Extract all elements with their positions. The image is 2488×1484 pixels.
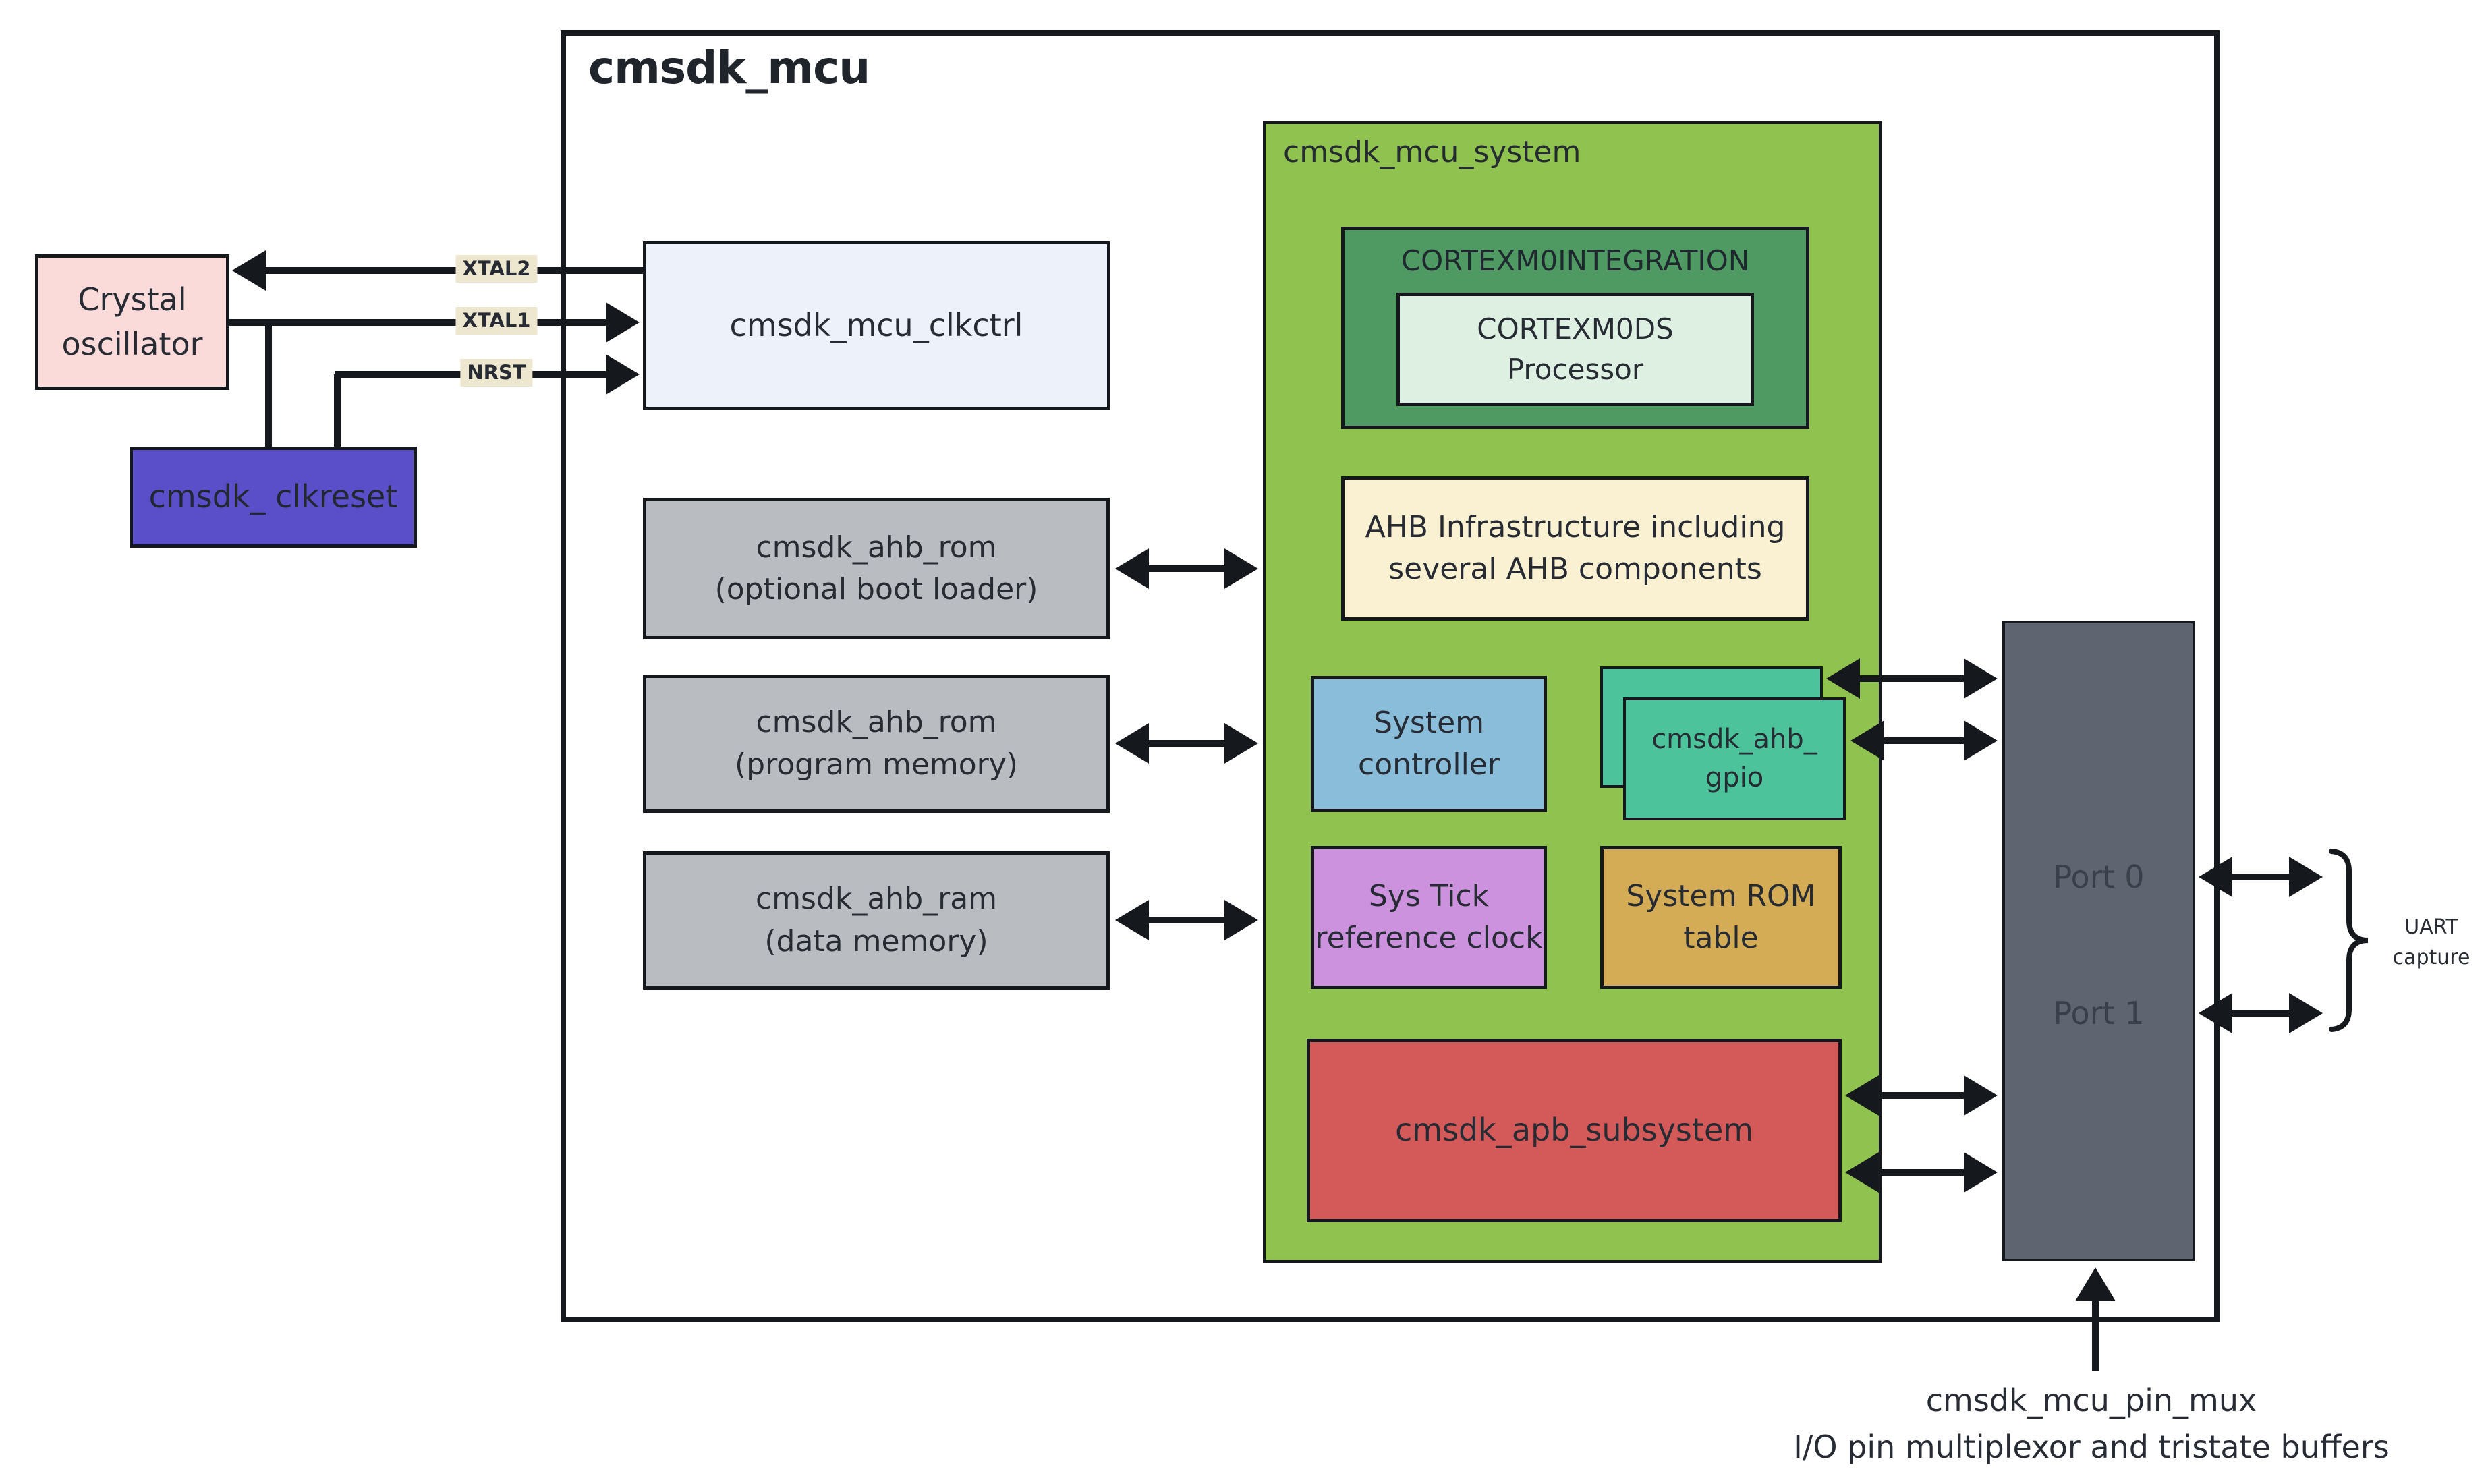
diagram-title: cmsdk_mcu bbox=[588, 42, 870, 94]
crystal-oscillator-label-line1: Crystal bbox=[78, 281, 187, 318]
ahb-rom-bootloader-line2: (optional boot loader) bbox=[714, 572, 1038, 606]
ahb-infrastructure-line2: several AHB components bbox=[1388, 552, 1762, 586]
system-controller-line1: System bbox=[1373, 705, 1485, 740]
pin-mux-caption: cmsdk_mcu_pin_mux I/O pin multiplexor an… bbox=[1754, 1377, 2429, 1471]
ahb-gpio-line1: cmsdk_ahb_ bbox=[1651, 724, 1817, 755]
xtal1-signal-label: XTAL1 bbox=[455, 307, 538, 335]
uart-capture-brace bbox=[2329, 849, 2369, 1032]
rom-table-line2: table bbox=[1683, 921, 1759, 955]
systick-line2: reference clock bbox=[1315, 921, 1543, 955]
clkctrl-box: cmsdk_mcu_clkctrl bbox=[643, 241, 1110, 410]
system-controller-box: System controller bbox=[1311, 676, 1547, 812]
ahb-infrastructure-box: AHB Infrastructure including several AHB… bbox=[1341, 476, 1809, 621]
port0-io-arrow-line bbox=[2226, 874, 2295, 880]
ahb-rom-program-line1: cmsdk_ahb_rom bbox=[756, 705, 997, 740]
processor-label-line1: CORTEXM0DS bbox=[1477, 312, 1674, 346]
xtal1-clkreset-wire-line bbox=[265, 322, 272, 448]
nrst-signal-label: NRST bbox=[460, 359, 533, 387]
ahb-ram-data-box: cmsdk_ahb_ram (data memory) bbox=[643, 851, 1110, 990]
ahb-ram-data-line1: cmsdk_ahb_ram bbox=[755, 882, 998, 917]
systick-line1: Sys Tick bbox=[1368, 878, 1490, 913]
ahb-infrastructure-line1: AHB Infrastructure including bbox=[1365, 509, 1786, 544]
system-controller-line2: controller bbox=[1358, 747, 1500, 782]
clkreset-box: cmsdk_ clkreset bbox=[130, 447, 417, 548]
xtal2-wire-head-left-icon bbox=[230, 250, 266, 291]
clkctrl-label: cmsdk_mcu_clkctrl bbox=[729, 307, 1023, 344]
processor-label-line2: Processor bbox=[1506, 353, 1644, 386]
cortexm0ds-processor-box: CORTEXM0DS Processor bbox=[1396, 293, 1754, 406]
port0-label: Port 0 bbox=[2053, 859, 2145, 895]
apb-subsystem-box: cmsdk_apb_subsystem bbox=[1307, 1039, 1842, 1222]
nrst-clkreset-wire-line bbox=[334, 374, 341, 448]
crystal-oscillator-label-line2: oscillator bbox=[61, 325, 203, 362]
nrst-clkreset-wire bbox=[317, 374, 358, 448]
port0-io-arrow-head-right-icon bbox=[2289, 857, 2325, 897]
ahb-ram-data-line2: (data memory) bbox=[764, 923, 988, 959]
rom-table-line1: System ROM bbox=[1626, 878, 1816, 913]
pin-mux-box bbox=[2002, 621, 2195, 1261]
xtal1-clkreset-wire bbox=[248, 322, 289, 448]
cortex-integration-label: CORTEXM0INTEGRATION bbox=[1401, 244, 1750, 277]
uart-capture-note-line2: capture bbox=[2392, 946, 2470, 969]
clkreset-label: cmsdk_ clkreset bbox=[148, 478, 398, 515]
ahb-rom-program-box: cmsdk_ahb_rom (program memory) bbox=[643, 675, 1110, 813]
ahb-rom-bootloader-box: cmsdk_ahb_rom (optional boot loader) bbox=[643, 498, 1110, 639]
port1-io-arrow-head-right-icon bbox=[2289, 993, 2325, 1033]
ahb-rom-program-line2: (program memory) bbox=[735, 747, 1018, 782]
port1-label: Port 1 bbox=[2053, 995, 2145, 1031]
pin-mux-caption-line2: I/O pin multiplexor and tristate buffers bbox=[1793, 1429, 2390, 1465]
apb-subsystem-label: cmsdk_apb_subsystem bbox=[1394, 1112, 1754, 1149]
systick-reference-clock-box: Sys Tick reference clock bbox=[1311, 846, 1547, 989]
pin-mux-caption-line1: cmsdk_mcu_pin_mux bbox=[1925, 1382, 2257, 1419]
ahb-gpio-box: cmsdk_ahb_ gpio bbox=[1623, 697, 1846, 820]
ahb-gpio-line2: gpio bbox=[1705, 762, 1764, 793]
ahb-rom-bootloader-line1: cmsdk_ahb_rom bbox=[756, 530, 997, 565]
uart-capture-note: UART capture bbox=[2377, 912, 2485, 973]
port1-io-arrow-line bbox=[2226, 1010, 2295, 1017]
crystal-oscillator-box: Crystal oscillator bbox=[35, 254, 229, 390]
xtal1-wire-line bbox=[227, 319, 612, 326]
system-rom-table-box: System ROM table bbox=[1600, 846, 1842, 989]
uart-capture-note-line1: UART bbox=[2404, 915, 2458, 939]
mcu-system-label: cmsdk_mcu_system bbox=[1283, 135, 1581, 169]
xtal2-signal-label: XTAL2 bbox=[455, 255, 538, 283]
